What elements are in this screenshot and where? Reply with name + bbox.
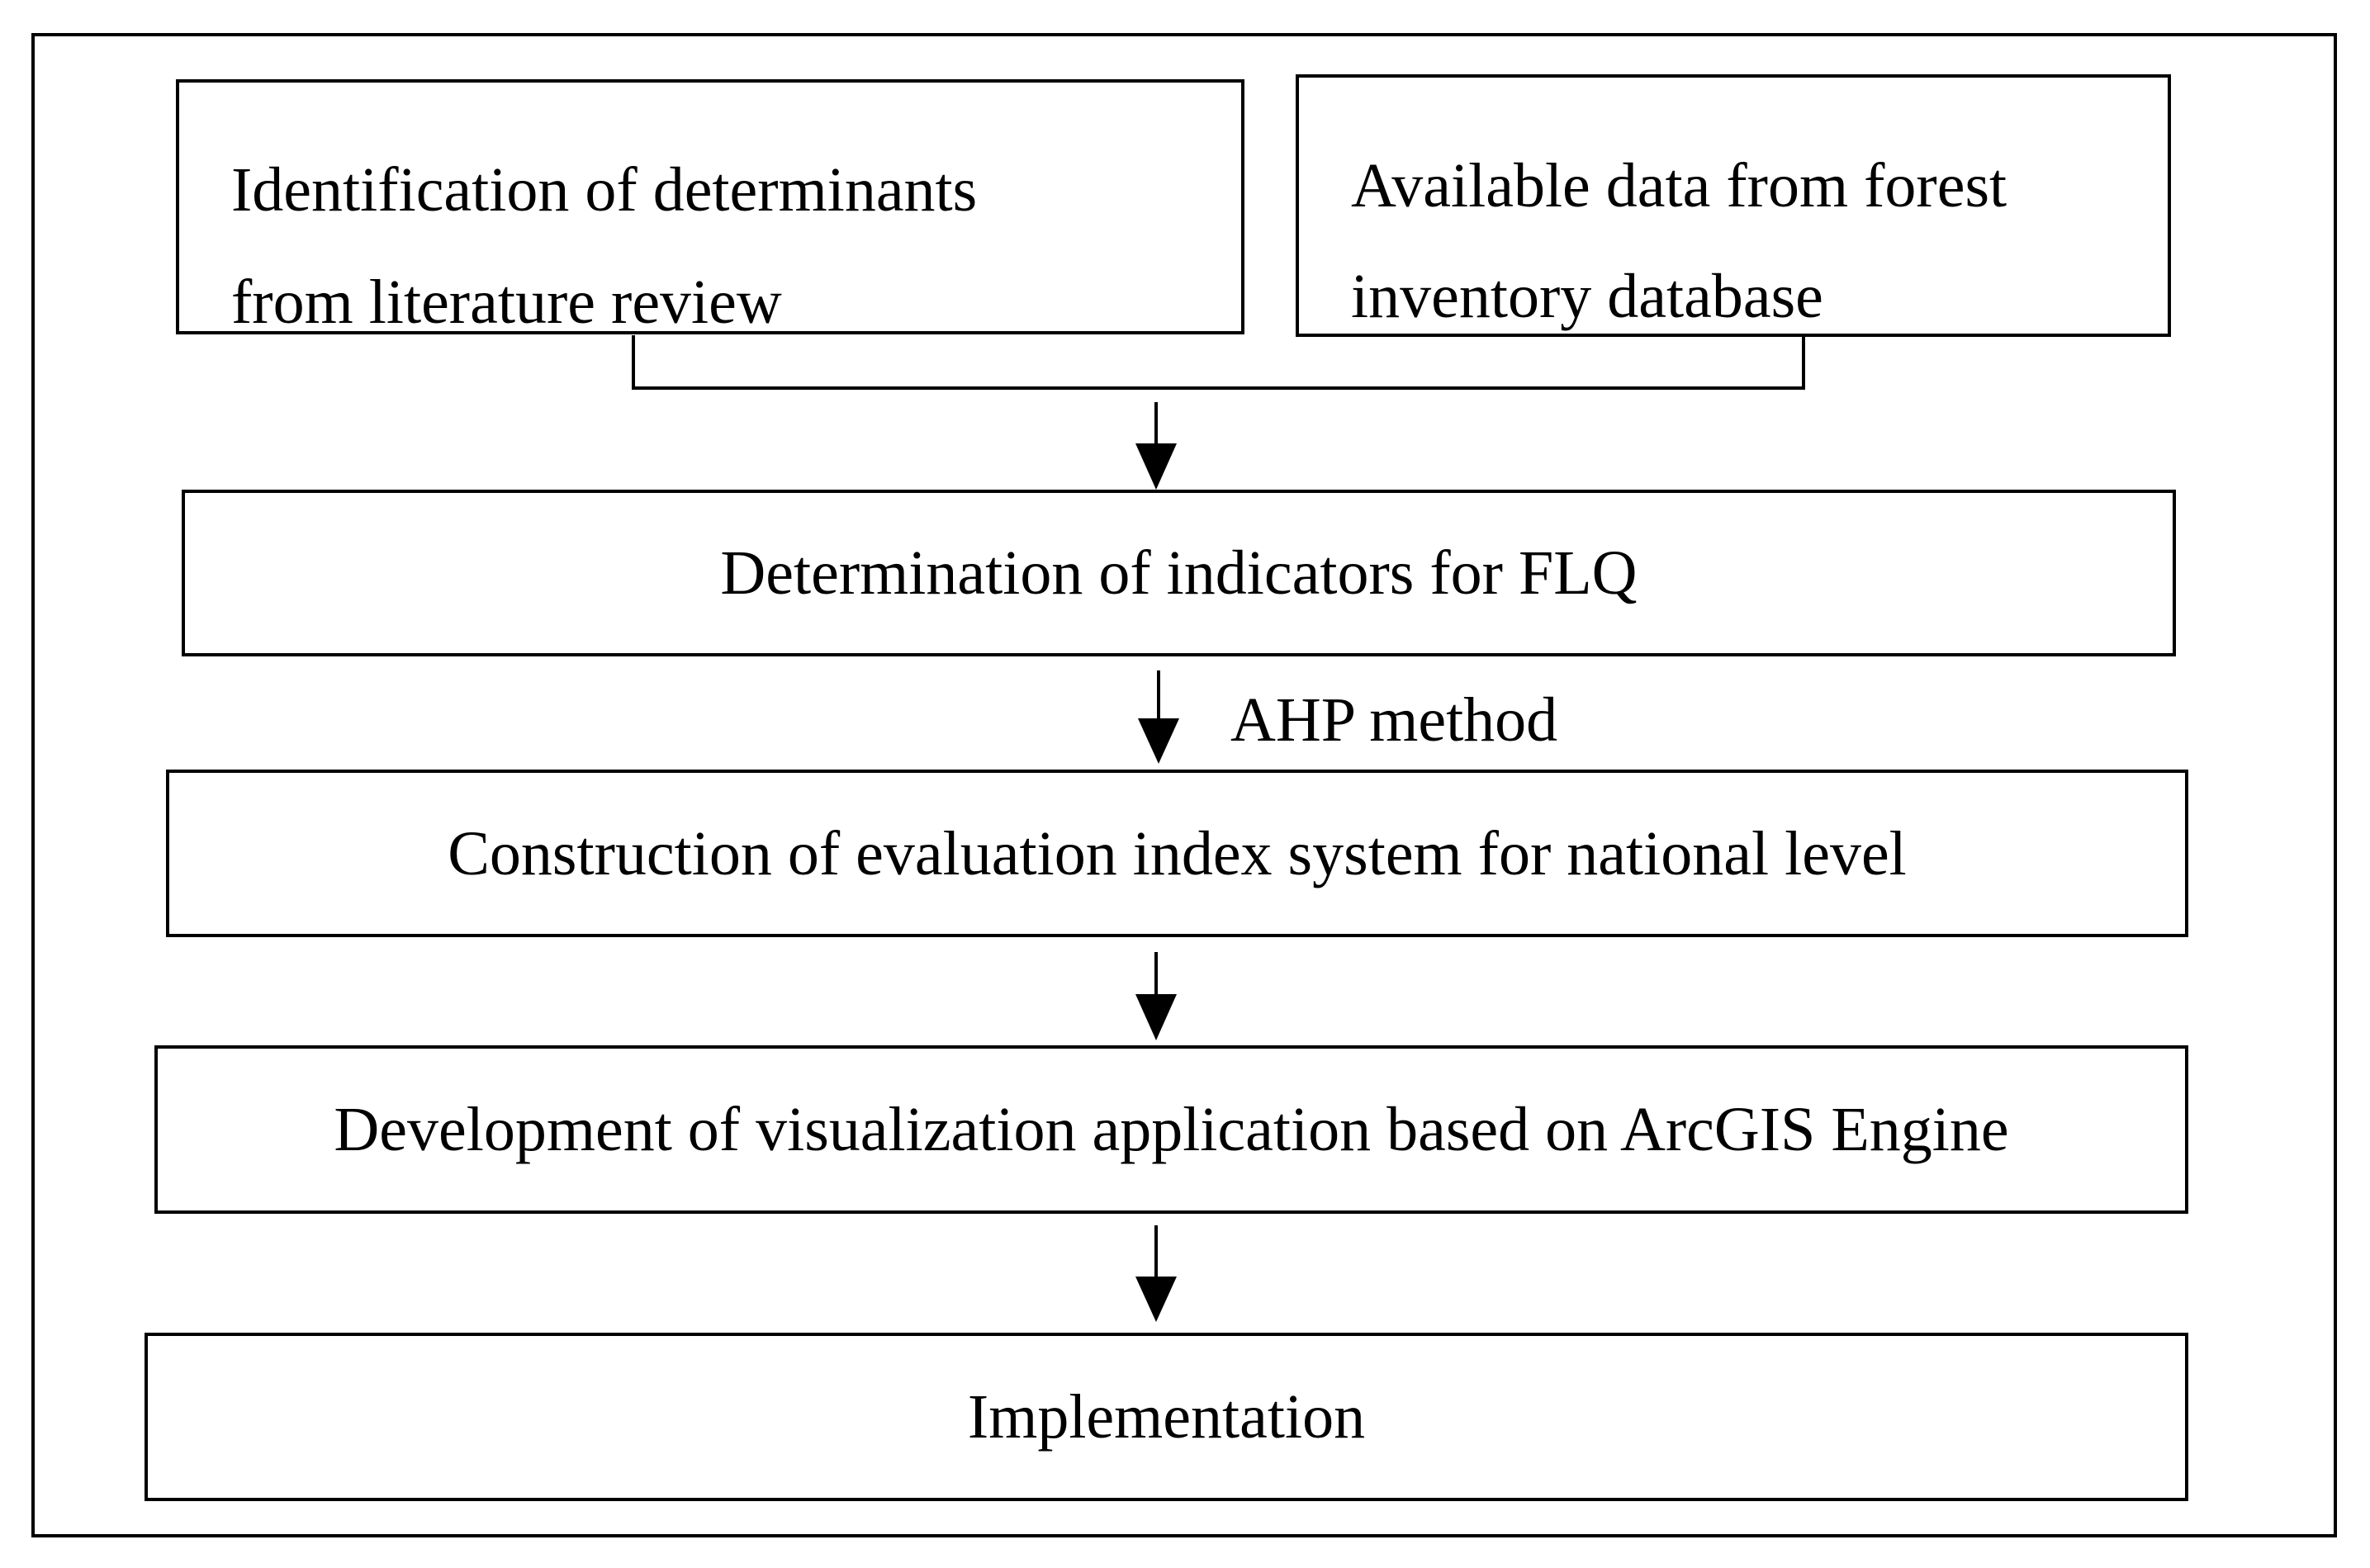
node-implementation-label: Implementation: [967, 1382, 1366, 1452]
node-index-system: Construction of evaluation index system …: [166, 770, 2188, 937]
arrow-to-visualization: [1135, 952, 1177, 1040]
node-indicators: Determination of indicators for FLQ: [182, 490, 2176, 656]
node-visualization-label: Development of visualization application…: [334, 1095, 2009, 1164]
node-index-system-label: Construction of evaluation index system …: [448, 818, 1907, 888]
node-available-data-line-1: Available data from forest: [1351, 151, 2007, 220]
arrow-to-index-system: [1138, 670, 1179, 764]
node-visualization: Development of visualization application…: [154, 1045, 2188, 1214]
node-determinants: Identification of determinants from lite…: [176, 79, 1244, 337]
node-indicators-label: Determination of indicators for FLQ: [720, 538, 1638, 608]
edge-label-ahp: AHP method: [1230, 685, 1558, 755]
node-determinants-line-2: from literature review: [231, 268, 782, 337]
outer-frame: [31, 33, 2337, 1537]
node-available-data-line-2: inventory database: [1351, 262, 1823, 331]
node-implementation: Implementation: [145, 1333, 2188, 1501]
arrow-to-indicators: [1135, 402, 1177, 490]
arrow-to-implementation: [1135, 1225, 1177, 1322]
merge-bracket: [632, 335, 1805, 390]
node-determinants-line-1: Identification of determinants: [231, 155, 978, 225]
node-available-data: Available data from forest inventory dat…: [1296, 74, 2171, 337]
